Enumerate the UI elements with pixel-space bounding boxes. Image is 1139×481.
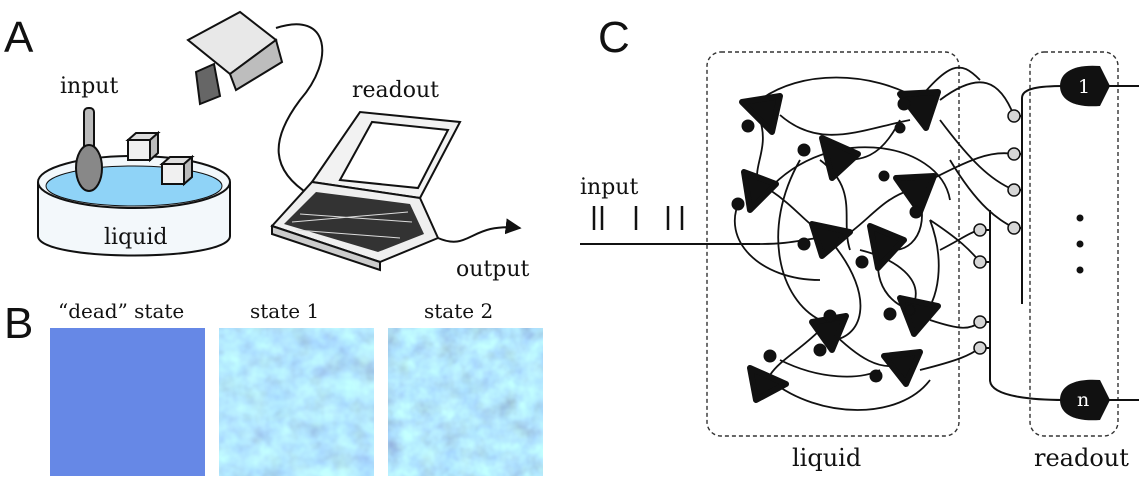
a-input-label: input — [60, 74, 118, 99]
input-spike-train — [592, 206, 684, 230]
neuron — [797, 135, 861, 181]
input-spoon — [75, 107, 103, 192]
neuron — [797, 221, 853, 259]
synapse-dot — [904, 304, 916, 316]
readout-neuron-1: 1 — [1060, 65, 1110, 107]
state-title-1: state 1 — [250, 299, 319, 323]
synapse — [1007, 183, 1021, 197]
panel-c: C input — [580, 13, 1139, 472]
c-input-label: input — [580, 175, 638, 200]
neuron — [869, 349, 923, 387]
synapse — [1007, 147, 1021, 161]
neuron — [731, 169, 779, 213]
dead-state-image — [50, 328, 205, 476]
readout-connections — [919, 81, 1015, 371]
readout-box — [1029, 51, 1119, 437]
readout-synapses — [973, 109, 1021, 355]
c-liquid-label: liquid — [792, 444, 861, 472]
a-output-label: output — [456, 257, 530, 282]
panel-c-letter: C — [598, 13, 630, 62]
state-2-image — [388, 328, 543, 476]
synapse — [973, 255, 987, 269]
laptop-icon — [270, 110, 522, 272]
neuron — [855, 223, 907, 271]
neuron — [897, 89, 941, 131]
state-title-dead: “dead” state — [58, 299, 184, 323]
ellipsis-dots — [1076, 214, 1084, 274]
synapse-dot — [878, 170, 890, 182]
panel-a-letter: A — [4, 13, 34, 62]
synapse — [1007, 221, 1021, 235]
panel-b-letter: B — [4, 299, 33, 348]
state-1-image — [219, 328, 374, 476]
camera-icon — [186, 10, 324, 196]
neuron — [809, 309, 849, 353]
a-readout-label: readout — [352, 78, 439, 103]
neuron — [739, 93, 783, 135]
readout-neuron-n-label: n — [1077, 389, 1089, 411]
synapse — [973, 341, 987, 355]
readout-dendrites — [980, 85, 1139, 401]
readout-neuron-1-label: 1 — [1078, 76, 1090, 98]
neuron — [747, 349, 789, 403]
synapse — [973, 223, 987, 237]
panel-a: A — [4, 10, 530, 282]
panel-b: B “dead” state state 1 state 2 — [4, 299, 543, 476]
liquid-neurons — [731, 89, 941, 403]
c-readout-label: readout — [1034, 444, 1129, 472]
cube-1 — [125, 130, 161, 163]
synapse-dot — [813, 343, 827, 357]
neuron — [893, 173, 937, 219]
synapse — [973, 315, 987, 329]
synapse-dot — [894, 122, 906, 134]
cube-2 — [159, 154, 195, 187]
neuron — [883, 295, 941, 337]
readout-neuron-n: n — [1060, 379, 1110, 421]
liquid-box — [706, 51, 960, 437]
synapse — [1007, 109, 1021, 123]
a-liquid-label: liquid — [104, 225, 167, 250]
state-title-2: state 2 — [424, 299, 493, 323]
